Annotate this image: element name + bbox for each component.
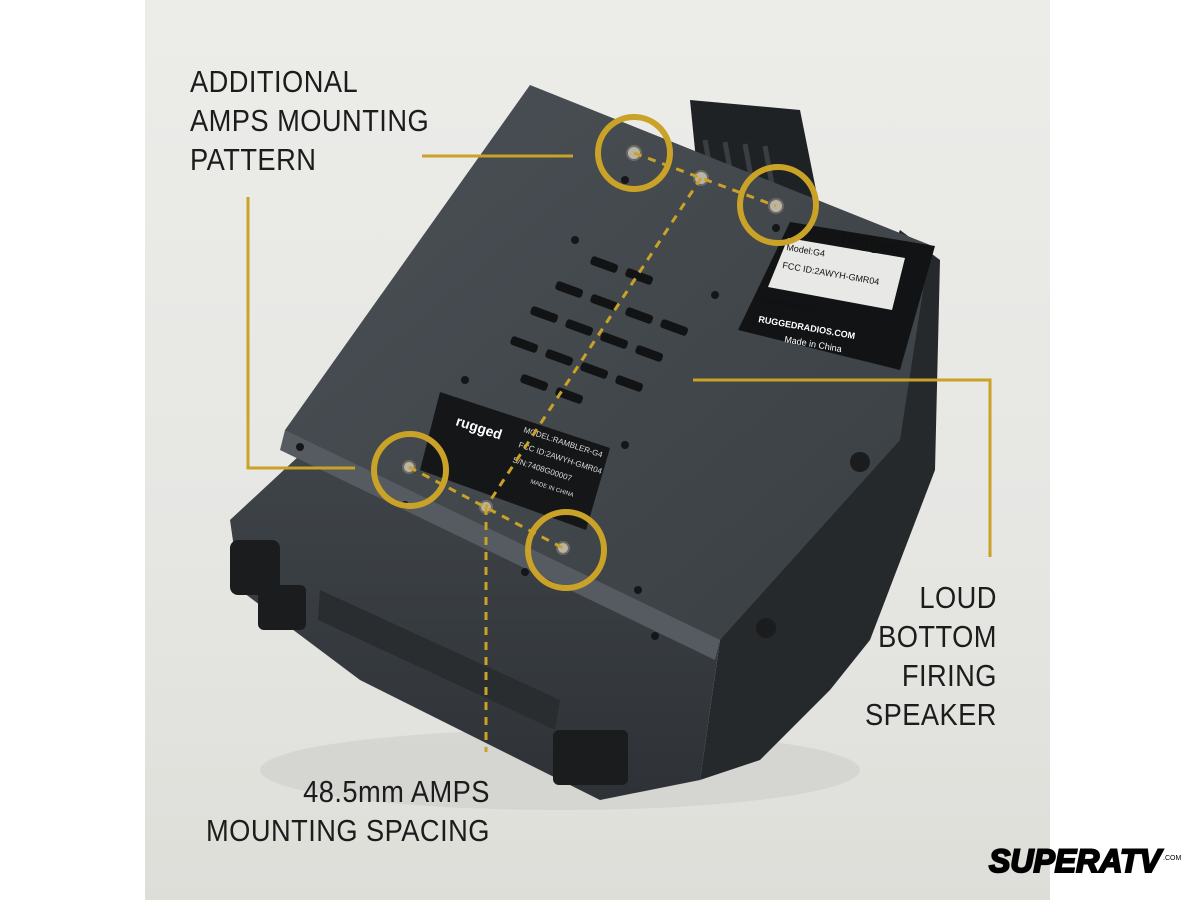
speaker-grille: [510, 256, 689, 404]
device-lip: [280, 430, 720, 660]
dashed-guide-lines: [408, 151, 777, 752]
callout-speaker: LOUD BOTTOM FIRING SPEAKER: [865, 580, 997, 732]
superatv-logo: SUPERATV .COM: [988, 842, 1181, 880]
device-top-panel: [285, 85, 930, 640]
brand-logo-text: SUPERATV: [989, 843, 1164, 879]
front-grille: [318, 590, 560, 730]
rear-label: rugged Model:G4 FCC ID:2AWYH-GMR04 00840…: [738, 222, 935, 370]
callout-mounting-pattern: ADDITIONAL AMPS MOUNTING PATTERN: [190, 64, 430, 177]
callout-lines: [246, 154, 992, 557]
brand-logo-suffix: .COM: [1163, 855, 1181, 862]
bottom-label: rugged MODEL:RAMBLER-G4 FCC ID:2AWYH-GMR…: [420, 392, 610, 530]
device-front-panel: [230, 455, 720, 800]
highlight-circles: [371, 114, 819, 591]
callout-mounting-spacing: 48.5mm AMPS MOUNTING SPACING: [206, 774, 490, 848]
knobs-and-feet: [230, 452, 870, 785]
